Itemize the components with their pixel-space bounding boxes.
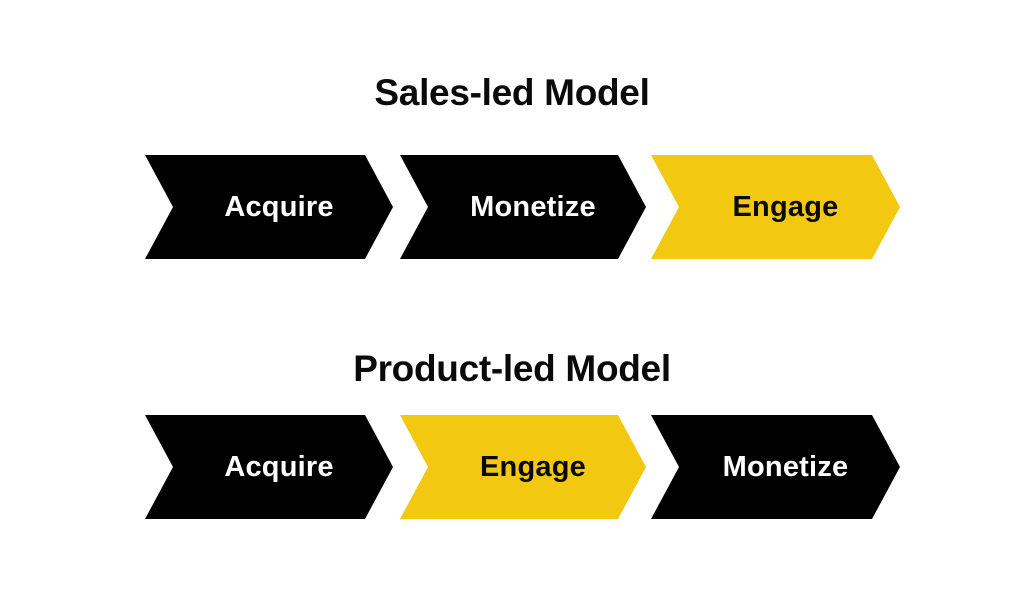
product-stage-acquire[interactable]: Acquire [145,415,393,519]
product-stage-monetize[interactable]: Monetize [651,415,900,519]
sales-stage-monetize[interactable]: Monetize [400,155,646,259]
sales-stage-acquire[interactable]: Acquire [145,155,393,259]
sales-led-model-flow: Acquire Monetize Engage [0,155,1024,259]
sales-led-model-title: Sales-led Model [374,72,650,113]
sales-stage-engage[interactable]: Engage [651,155,900,259]
product-led-model-title: Product-led Model [353,348,671,389]
product-stage-monetize-label: Monetize [722,450,849,483]
product-stage-engage-label: Engage [480,450,586,483]
product-stage-engage[interactable]: Engage [400,415,646,519]
sales-stage-engage-label: Engage [732,190,839,223]
product-led-model-flow: Acquire Engage Monetize [0,415,1024,519]
sales-stage-monetize-label: Monetize [470,190,596,223]
product-stage-acquire-label: Acquire [224,450,334,483]
sales-stage-acquire-label: Acquire [224,190,334,223]
